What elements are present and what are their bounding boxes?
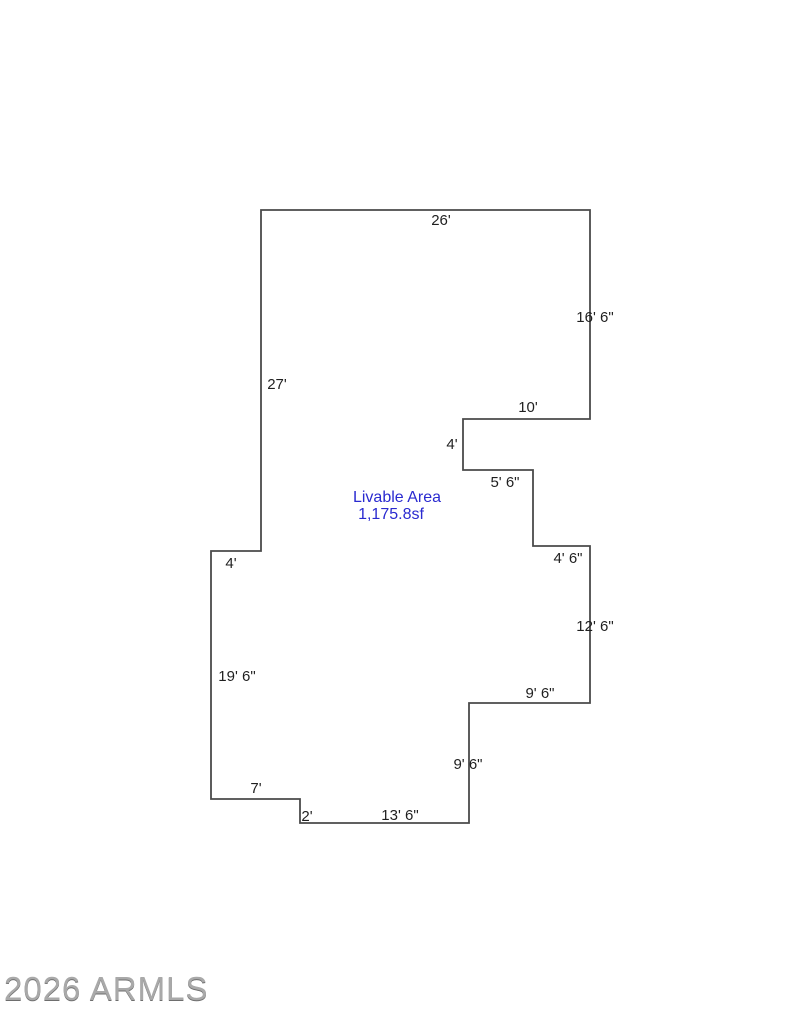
livable-area-label: Livable Area <box>353 489 441 506</box>
dim-right-lower: 12' 6" <box>576 618 613 635</box>
dim-left-wall: 27' <box>267 376 287 393</box>
livable-area-outline <box>210 209 591 824</box>
dim-jog-vertical: 2' <box>301 808 312 825</box>
dim-left-step-top: 4' <box>225 555 236 572</box>
dim-jog-bottom: 7' <box>250 780 261 797</box>
dim-top: 26' <box>431 212 451 229</box>
armls-watermark: 2026 ARMLS <box>4 970 209 1007</box>
dim-right-upper: 16' 6" <box>576 309 613 326</box>
dim-inner-step-left: 9' 6" <box>453 756 482 773</box>
dim-notch-top: 10' <box>518 399 538 416</box>
dim-step-right: 4' 6" <box>553 550 582 567</box>
dim-notch-left: 4' <box>446 436 457 453</box>
dim-notch-bottom: 5' 6" <box>490 474 519 491</box>
dim-bottom: 13' 6" <box>381 807 418 824</box>
livable-area-sqft: 1,175.8sf <box>358 506 424 523</box>
dim-left-lower: 19' 6" <box>218 668 255 685</box>
dim-inner-step-top: 9' 6" <box>525 685 554 702</box>
